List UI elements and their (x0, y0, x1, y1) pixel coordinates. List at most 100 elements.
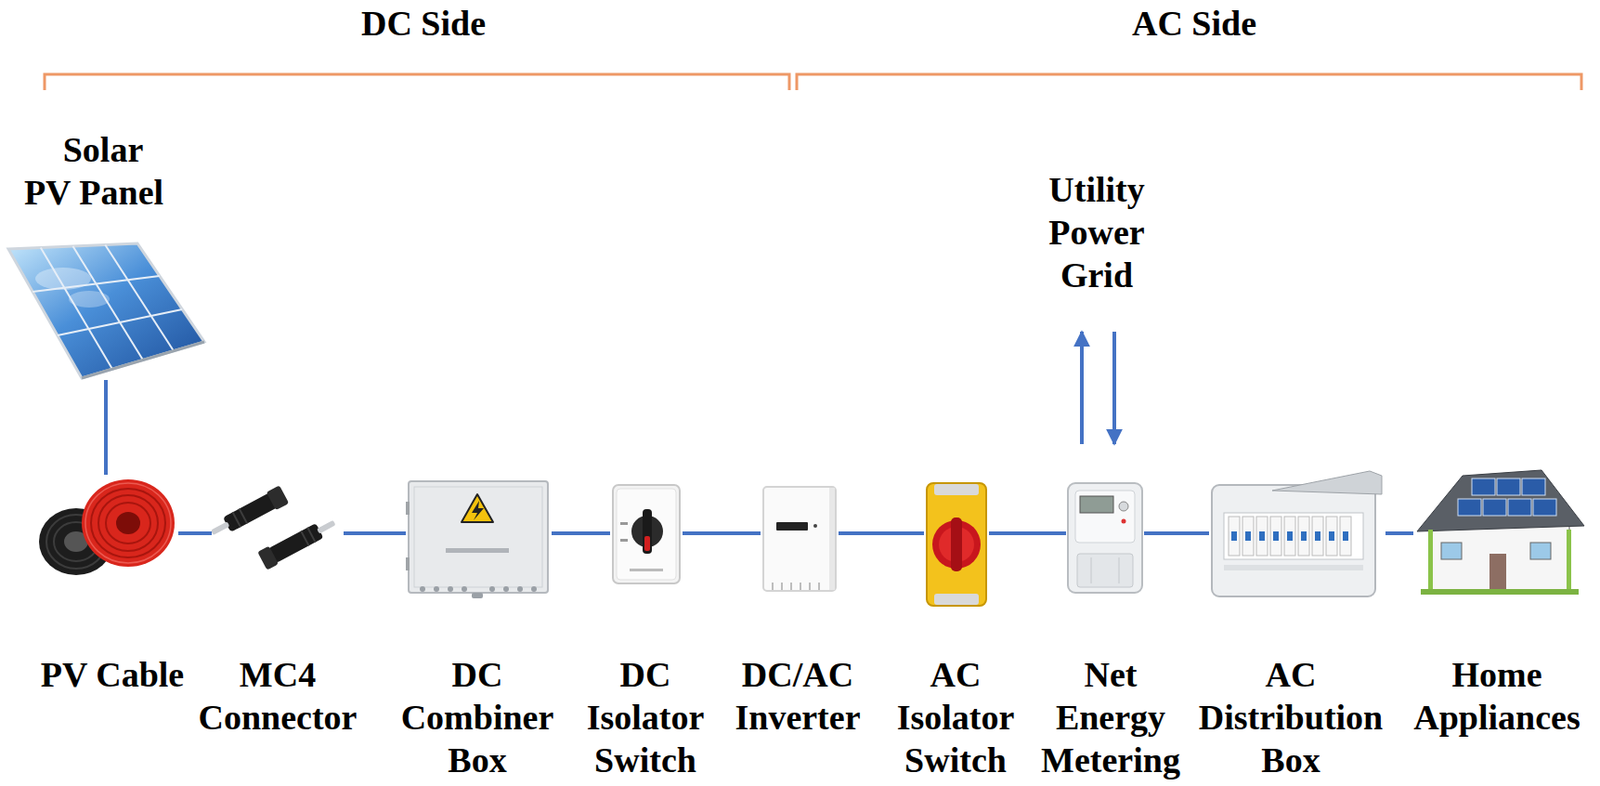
house-illustration (1496, 478, 1521, 495)
distribution-box-illustration (1270, 516, 1282, 556)
combiner-box-illustration (405, 481, 548, 599)
distribution-box-illustration (1228, 516, 1352, 556)
combiner-box-illustration (419, 585, 537, 599)
ac-isolator-illustration (934, 593, 979, 605)
component-node: Home Appliances (1413, 467, 1587, 598)
mc4-connector-illustration (257, 513, 339, 571)
wire-line (838, 531, 924, 535)
distribution-box-illustration (1284, 516, 1296, 556)
section-label: DC Side (361, 1, 486, 45)
section-bracket (44, 74, 1582, 91)
power-flow-arrow (1112, 331, 1117, 444)
mc4-connector-illustration (268, 522, 325, 563)
inverter-illustration (799, 582, 802, 590)
inverter-illustration (829, 487, 835, 590)
inverter-illustration (763, 486, 836, 591)
component-node: DC Combiner Box (405, 479, 552, 599)
wire-line (682, 531, 761, 535)
combiner-box-illustration (471, 500, 484, 521)
wire-line (551, 531, 611, 535)
inverter-illustration (818, 582, 820, 590)
solar-panel-illustration (8, 243, 205, 378)
dc-isolator-illustration (620, 538, 628, 542)
dc-isolator-illustration (612, 484, 680, 584)
wire-line (343, 531, 406, 535)
solar-panel-illustration (32, 245, 183, 370)
pv-cable-illustration (39, 479, 175, 575)
component-label: Solar PV Panel (19, 128, 169, 214)
mc4-connector-illustration (257, 546, 279, 571)
ac-isolator-illustration (926, 482, 987, 606)
distribution-box-illustration (1300, 531, 1307, 541)
distribution-box-illustration (1211, 484, 1376, 597)
dc-isolator-illustration (642, 508, 652, 554)
energy-meter-illustration (1067, 482, 1143, 593)
section-bracket (796, 74, 1582, 91)
house-illustration (1428, 529, 1433, 591)
house-illustration (1530, 542, 1551, 560)
mc4-connector-illustration (266, 484, 289, 510)
combiner-box-illustration (433, 585, 440, 592)
energy-meter-illustration (1079, 495, 1114, 513)
pv-cable-illustration (91, 488, 166, 558)
dc-isolator-illustration (620, 521, 628, 525)
house-illustration (1521, 478, 1546, 495)
dc-isolator-illustration (612, 484, 680, 584)
combiner-box-illustration (461, 494, 494, 522)
distribution-box-illustration (1342, 531, 1349, 541)
solar-panel-illustration (104, 245, 174, 352)
inverter-illustration (771, 582, 774, 590)
house-illustration (1489, 553, 1507, 591)
distribution-box-illustration (1273, 531, 1279, 541)
combiner-box-illustration (405, 501, 410, 515)
component-node: PV Cable (40, 474, 179, 576)
grid-label: Utility Power Grid (1045, 168, 1148, 297)
component-label: Home Appliances (1410, 652, 1584, 739)
component-node: DC Isolator Switch (610, 482, 683, 586)
house-illustration (1417, 469, 1585, 595)
house-illustration (1457, 498, 1482, 516)
combiner-box-illustration (447, 585, 454, 592)
house-illustration (1420, 588, 1579, 595)
combiner-box-illustration (414, 486, 543, 587)
distribution-box-illustration (1287, 531, 1293, 541)
house-illustration (1471, 478, 1496, 495)
mc4-connector-illustration (210, 520, 230, 535)
house-illustration (1441, 542, 1462, 560)
component-label: DC/AC Inverter (731, 652, 864, 739)
energy-meter-illustration (1075, 490, 1135, 543)
distribution-box-illustration (1259, 531, 1265, 541)
house-illustration (1482, 498, 1507, 516)
inverter-illustration (808, 582, 811, 590)
wire-line (988, 531, 1067, 535)
mc4-connector-illustration (239, 508, 248, 524)
power-flow-arrow (1079, 331, 1084, 444)
pv-cable-illustration (105, 502, 151, 544)
combiner-box-illustration (408, 481, 548, 593)
combiner-box-illustration (471, 592, 483, 599)
pv-cable-illustration (116, 511, 141, 534)
energy-meter-illustration (1121, 519, 1127, 524)
mc4-connector-illustration (316, 520, 336, 534)
ac-isolator-illustration (934, 483, 979, 495)
combiner-box-illustration (489, 585, 495, 592)
inverter-illustration (776, 521, 808, 531)
pv-cable-illustration (81, 479, 175, 567)
inverter-illustration (763, 486, 836, 591)
component-label: Net Energy Metering (1038, 652, 1184, 781)
energy-meter-illustration (1077, 553, 1133, 587)
mc4-connector-illustration (233, 511, 241, 527)
component-node: Utility Power Grid (1045, 168, 1148, 297)
component-label: MC4 Connector (195, 652, 361, 739)
pv-cable-illustration (85, 482, 171, 563)
dc-isolator-illustration (616, 488, 677, 580)
ac-isolator-illustration (926, 482, 987, 606)
inverter-illustration (813, 523, 818, 528)
house-illustration (1566, 529, 1572, 591)
distribution-box-illustration (1231, 531, 1349, 541)
solar-panel-illustration (40, 247, 113, 370)
wire-line (1144, 531, 1210, 535)
